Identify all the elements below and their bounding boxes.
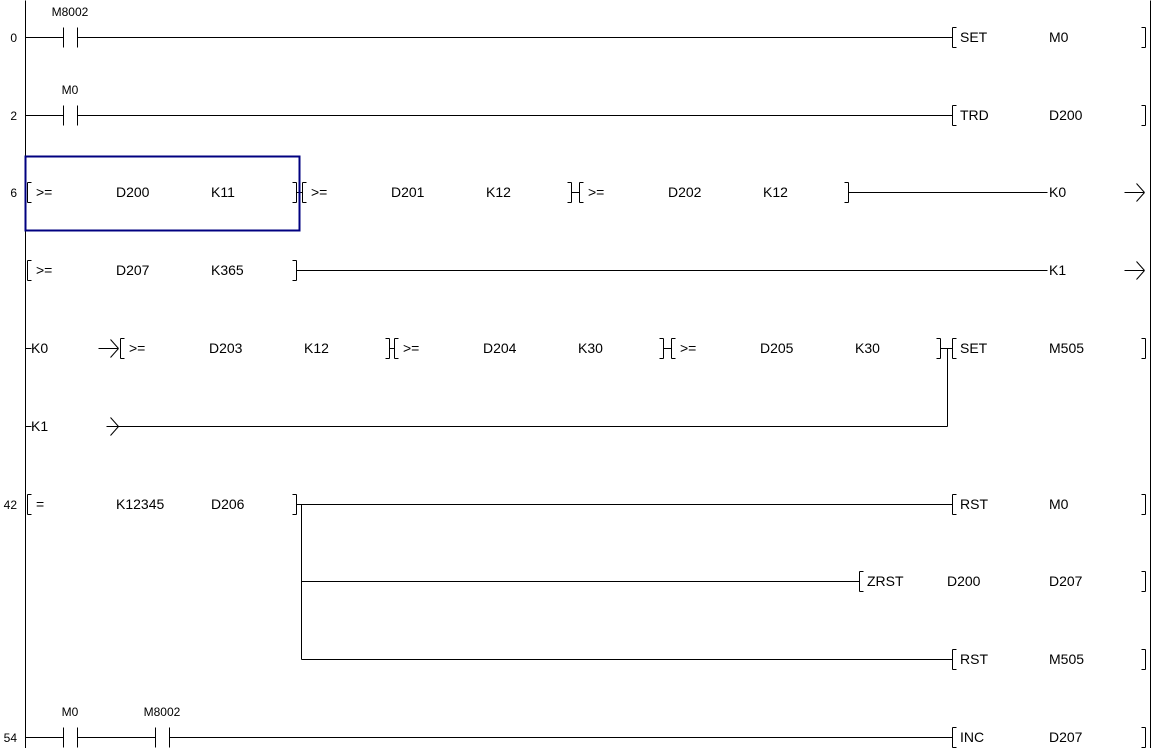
arrow-icon bbox=[1136, 261, 1145, 271]
compare-operand-2[interactable]: K365 bbox=[211, 262, 244, 278]
compare-operator[interactable]: >= bbox=[129, 340, 145, 356]
contact-label[interactable]: M8002 bbox=[52, 5, 89, 19]
instruction-name[interactable]: INC bbox=[960, 729, 984, 745]
compare-operand-2[interactable]: D206 bbox=[211, 496, 245, 512]
instruction-operand[interactable]: M505 bbox=[1049, 651, 1084, 667]
compare-operator[interactable]: >= bbox=[588, 184, 604, 200]
compare-operand-2[interactable]: K30 bbox=[855, 340, 880, 356]
compare-operator[interactable]: >= bbox=[311, 184, 327, 200]
instruction-operand[interactable]: M0 bbox=[1049, 29, 1069, 45]
compare-operand-1[interactable]: D205 bbox=[760, 340, 794, 356]
compare-operand-1[interactable]: D207 bbox=[116, 262, 150, 278]
step-number[interactable]: 6 bbox=[10, 186, 17, 200]
compare-operator[interactable]: >= bbox=[403, 340, 419, 356]
instruction-operand[interactable]: M505 bbox=[1049, 340, 1084, 356]
jump-label-in[interactable]: K1 bbox=[31, 418, 48, 434]
compare-operand-2[interactable]: K12 bbox=[763, 184, 788, 200]
compare-operand-1[interactable]: D203 bbox=[209, 340, 243, 356]
arrow-icon bbox=[1136, 192, 1145, 202]
compare-operand-2[interactable]: K12 bbox=[304, 340, 329, 356]
jump-label-in[interactable]: K0 bbox=[31, 340, 48, 356]
instruction-operand[interactable]: D200 bbox=[1049, 107, 1083, 123]
instruction-name[interactable]: TRD bbox=[960, 107, 989, 123]
compare-operand-1[interactable]: K12345 bbox=[116, 496, 164, 512]
step-number[interactable]: 42 bbox=[4, 498, 18, 512]
contact-label[interactable]: M8002 bbox=[144, 705, 181, 719]
step-number[interactable]: 2 bbox=[10, 109, 17, 123]
jump-label-out[interactable]: K0 bbox=[1049, 184, 1066, 200]
compare-operator[interactable]: >= bbox=[36, 262, 52, 278]
contact-label[interactable]: M0 bbox=[62, 705, 79, 719]
instruction-name[interactable]: SET bbox=[960, 340, 988, 356]
arrow-icon bbox=[110, 417, 119, 427]
instruction-operand[interactable]: D207 bbox=[1049, 729, 1083, 745]
arrow-icon bbox=[110, 348, 119, 358]
instruction-operand[interactable]: D200 bbox=[947, 573, 981, 589]
arrow-icon bbox=[1136, 183, 1145, 193]
compare-operand-2[interactable]: K11 bbox=[211, 184, 235, 200]
compare-operand-1[interactable]: D200 bbox=[116, 184, 150, 200]
compare-operand-2[interactable]: K12 bbox=[486, 184, 511, 200]
compare-operand-1[interactable]: D204 bbox=[483, 340, 517, 356]
step-number[interactable]: 0 bbox=[10, 31, 17, 45]
arrow-icon bbox=[110, 426, 119, 436]
arrow-icon bbox=[110, 339, 119, 349]
compare-operand-2[interactable]: K30 bbox=[578, 340, 603, 356]
compare-operator[interactable]: = bbox=[36, 496, 44, 512]
instruction-operand[interactable]: M0 bbox=[1049, 496, 1069, 512]
arrow-icon bbox=[1136, 270, 1145, 280]
contact-label[interactable]: M0 bbox=[62, 83, 79, 97]
instruction-name[interactable]: RST bbox=[960, 651, 988, 667]
instruction-name[interactable]: ZRST bbox=[867, 573, 904, 589]
compare-operator[interactable]: >= bbox=[680, 340, 696, 356]
instruction-name[interactable]: RST bbox=[960, 496, 988, 512]
compare-operand-1[interactable]: D201 bbox=[391, 184, 425, 200]
compare-operator[interactable]: >= bbox=[36, 184, 52, 200]
step-number[interactable]: 54 bbox=[4, 731, 18, 745]
instruction-name[interactable]: SET bbox=[960, 29, 988, 45]
compare-operand-1[interactable]: D202 bbox=[668, 184, 702, 200]
jump-label-out[interactable]: K1 bbox=[1049, 262, 1066, 278]
instruction-operand[interactable]: D207 bbox=[1049, 573, 1083, 589]
selection-cursor[interactable] bbox=[24, 155, 301, 232]
